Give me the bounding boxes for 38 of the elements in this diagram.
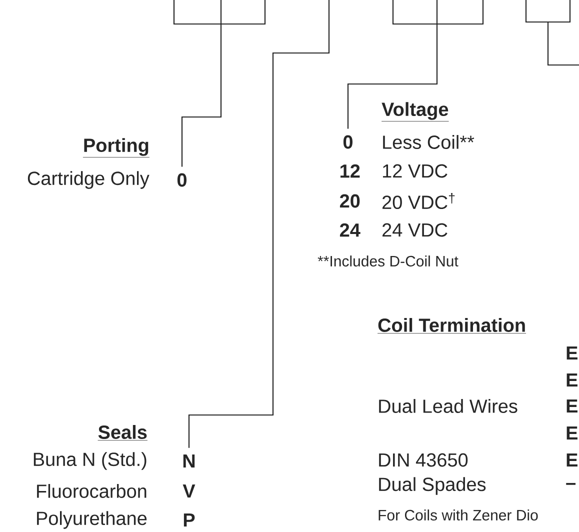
- bracket: [525, 0, 571, 23]
- footnote: For Coils with Zener Dio: [378, 509, 538, 520]
- leader-line: [188, 0, 330, 448]
- footnote: **Includes D-Coil Nut: [318, 256, 458, 266]
- section-heading: Porting: [82, 138, 150, 158]
- option-code: 12: [340, 164, 360, 178]
- bracket: [173, 0, 266, 25]
- option-text: 12 VDC: [383, 164, 448, 178]
- option-text: DIN 43650: [379, 453, 468, 467]
- option-text: 24 VDC: [382, 223, 448, 237]
- leader-line: [547, 22, 579, 66]
- option-code: 0: [343, 135, 352, 149]
- section-heading: Voltage: [381, 102, 449, 122]
- option-code: N: [183, 454, 195, 468]
- section-heading: Coil Termination: [377, 318, 526, 334]
- leader-line: [347, 24, 438, 129]
- option-text: 20 VDC$^{†}$: [382, 192, 455, 210]
- bracket: [392, 0, 484, 25]
- option-code: E: [566, 453, 578, 467]
- option-code: 0: [177, 173, 186, 187]
- option-code: –: [566, 482, 576, 485]
- option-text: Cartridge Only: [28, 171, 150, 189]
- option-code: 24: [340, 223, 360, 237]
- option-code: E: [566, 426, 578, 440]
- section-heading: Seals: [98, 425, 148, 441]
- option-code: 20: [340, 194, 360, 208]
- leader-line: [181, 24, 222, 167]
- option-text: Dual Spades: [379, 477, 486, 495]
- option-text: Dual Lead Wires: [379, 399, 518, 413]
- option-text: Fluorocarbon: [37, 484, 146, 498]
- option-code: V: [182, 484, 196, 498]
- option-code: E: [566, 399, 578, 413]
- option-text: Less Coil**: [383, 135, 474, 149]
- option-text: Buna N (Std.): [34, 452, 146, 470]
- option-code: E: [566, 346, 578, 360]
- option-text: Polyurethane: [37, 511, 147, 529]
- option-code: P: [184, 513, 195, 527]
- option-code: E: [566, 373, 578, 387]
